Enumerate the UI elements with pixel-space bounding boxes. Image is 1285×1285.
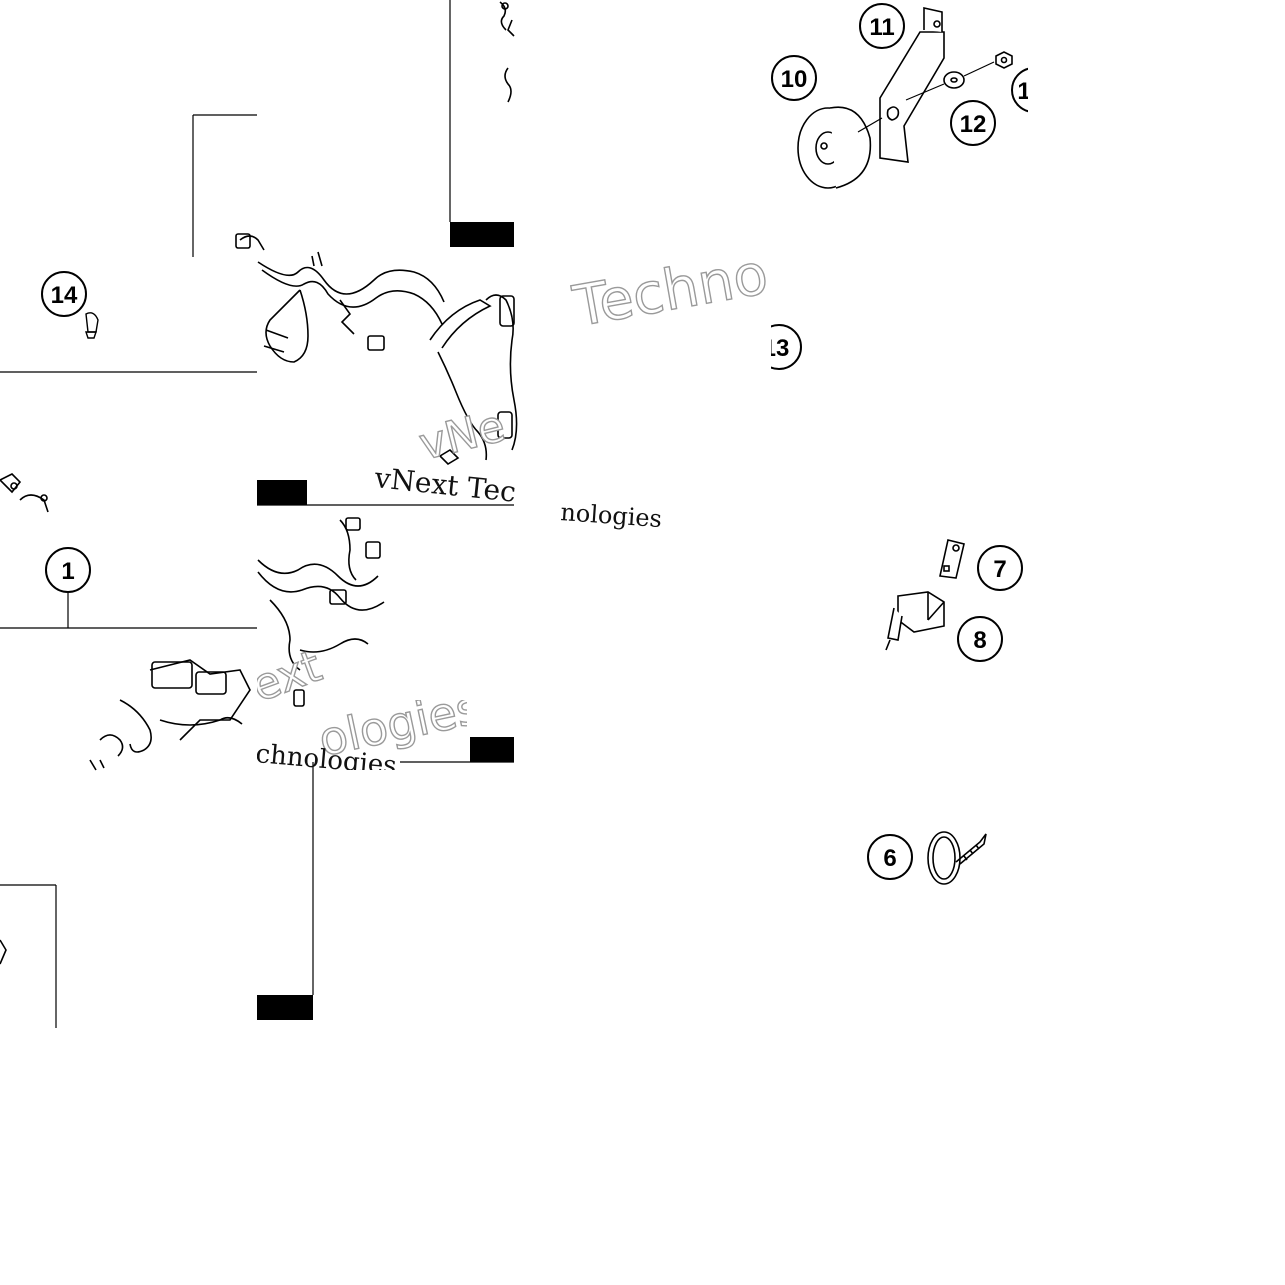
- connector-icon: [885, 591, 945, 651]
- watermark-vnext: vNext Tec: [372, 461, 517, 509]
- nut-icon: [995, 51, 1013, 69]
- horn-icon: [797, 106, 872, 189]
- watermark-techno: Techno: [568, 242, 772, 340]
- callout-7-label: 7: [993, 556, 1006, 583]
- callout-11: 11: [859, 3, 905, 49]
- callout-8: 8: [957, 616, 1003, 662]
- callout-10-label: 10: [781, 66, 808, 93]
- watermark-ologies: ologies: [314, 680, 485, 767]
- cable-tie-icon: [927, 831, 987, 885]
- wiring-harness-lower-center: [257, 517, 385, 707]
- callout-1-label: 1: [61, 558, 74, 585]
- callout-13: 13: [763, 324, 802, 370]
- bulb-icon: [85, 312, 99, 339]
- callout-6: 6: [867, 834, 913, 880]
- callout-12: 12: [950, 100, 996, 146]
- callout-13-partial: 1: [1011, 67, 1030, 113]
- callout-6-label: 6: [883, 845, 896, 872]
- callout-12-label: 12: [960, 111, 987, 138]
- callout-14-label: 14: [51, 282, 78, 309]
- callout-10: 10: [771, 55, 817, 101]
- callout-14: 14: [41, 271, 87, 317]
- callout-13-partial-label: 1: [1017, 78, 1030, 105]
- watermark-vne: vNe: [414, 400, 510, 470]
- terminal-icon: [939, 539, 965, 579]
- callout-13-label: 13: [763, 335, 790, 362]
- callout-8-label: 8: [973, 627, 986, 654]
- wiring-harness-top-right-fragment: [499, 1, 515, 103]
- callout-7: 7: [977, 545, 1023, 591]
- callout-11-label: 11: [869, 14, 894, 41]
- watermark-nologies: nologies: [560, 498, 663, 533]
- tile-frames: [0, 0, 514, 1028]
- washer-icon: [943, 71, 965, 89]
- wiring-harness-left-lower: [0, 473, 251, 965]
- wiring-harness-center: [235, 233, 518, 466]
- callout-1: 1: [45, 547, 91, 593]
- leader-lines-horn: [857, 61, 995, 133]
- black-tabs: [257, 222, 514, 1020]
